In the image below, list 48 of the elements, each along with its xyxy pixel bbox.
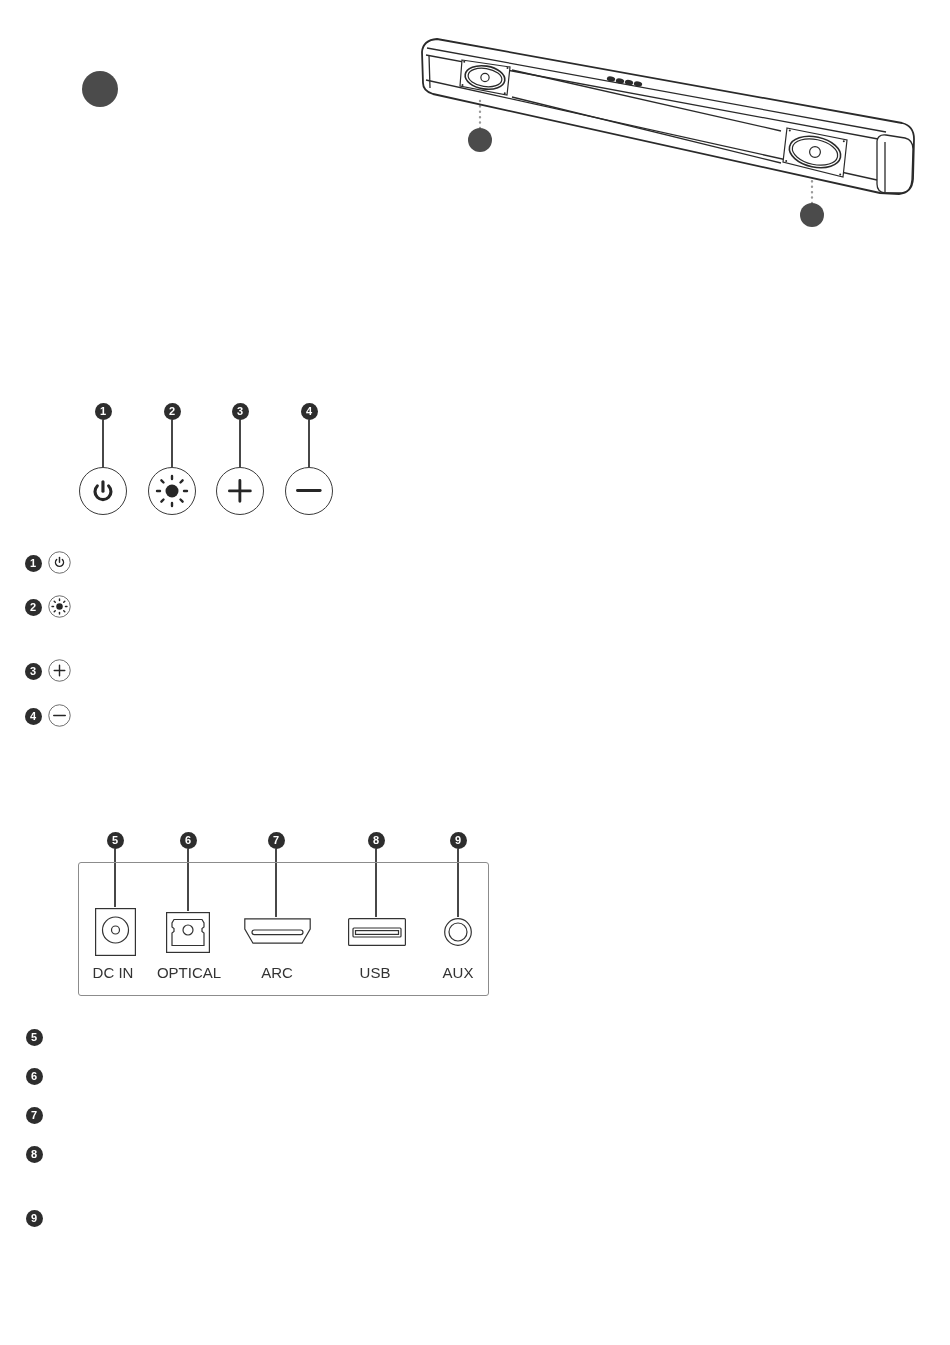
leader-line [171,418,173,468]
optical-port-drawing [166,912,210,953]
callout-number: 2 [163,402,181,420]
leader-line [375,847,377,918]
port-label: DC IN [92,964,134,982]
callout-number: 9 [25,1209,43,1227]
speaker-drawing [459,57,512,97]
power-button [79,467,127,515]
callout-number: 8 [25,1145,43,1163]
callout-number: 8 [367,831,385,849]
callout-number: 6 [179,831,197,849]
leader-line [457,847,459,918]
callout-number: 6 [25,1067,43,1085]
callout-number: 5 [106,831,124,849]
dc-jack-drawing [95,908,136,956]
callout-disc [468,128,492,152]
leader-line [102,418,104,468]
hdmi-port-drawing [244,918,311,944]
leader-line [239,418,241,468]
speaker-drawing [781,126,849,179]
callout-disc [82,71,118,107]
plus-button [216,467,264,515]
callout-number: 3 [24,662,42,680]
port-label: ARC [261,964,293,982]
callout-number: 7 [267,831,285,849]
leader-line [187,847,189,912]
leader-line [114,847,116,908]
port-label: USB [359,964,391,982]
callout-number: 4 [24,707,42,725]
callout-number: 1 [24,554,42,572]
usb-port-drawing [348,918,406,946]
port-label: OPTICAL [156,964,222,982]
leader-line [810,177,814,205]
callout-number: 3 [231,402,249,420]
minus-button [285,467,333,515]
callout-number: 5 [25,1028,43,1046]
port-panel [78,862,489,996]
port-label: AUX [442,964,474,982]
callout-number: 2 [24,598,42,616]
callout-number: 4 [300,402,318,420]
brightness-button [148,467,196,515]
aux-jack-drawing [444,918,472,946]
callout-number: 1 [94,402,112,420]
callout-disc [800,203,824,227]
callout-number: 7 [25,1106,43,1124]
callout-number: 9 [449,831,467,849]
leader-line [308,418,310,468]
leader-line [275,847,277,918]
